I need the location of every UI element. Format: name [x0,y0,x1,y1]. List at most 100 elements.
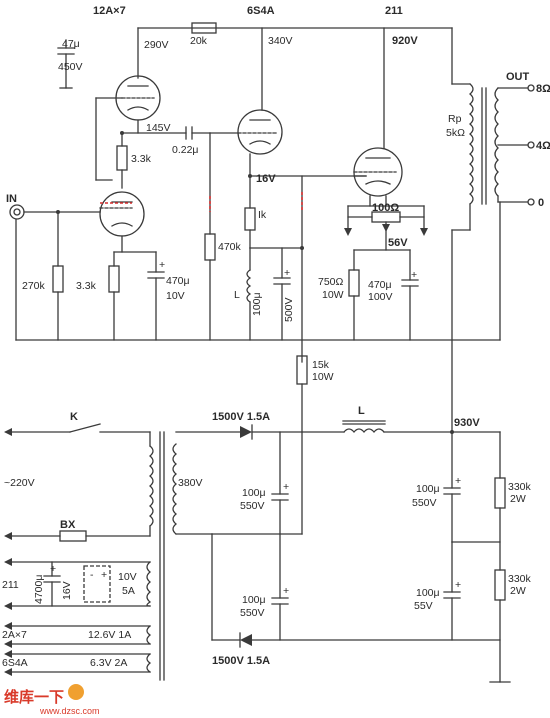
label-c-47: 47μ [62,38,80,50]
label-r-3k3-b: 3.3k [76,280,97,292]
output-terminal-8[interactable] [527,84,535,92]
label-c-100c-v: 550V [240,607,265,619]
label-d-bot: 1500V 1.5A [212,655,270,667]
label-930v: 930V [454,417,480,429]
inductor-small [246,269,252,303]
label-r-15k: 15k [312,359,330,371]
label-r-20k: 20k [190,35,208,47]
plus-c100d: + [455,475,461,487]
label-c-470b: 470μ [368,279,392,291]
plus-c100b: + [283,481,289,493]
plus-c4700: + [50,563,56,575]
label-sec-211-a: 5A [122,585,135,597]
plus-c470a: + [159,259,165,271]
label-tap-8: 8Ω [536,83,550,95]
label-c-100d: 100μ [416,483,440,495]
label-c-100c: 100μ [242,594,266,606]
resistor-20k [191,22,217,34]
label-ik: Ik [258,209,267,221]
label-rp-val: 5kΩ [446,127,465,139]
label-pot-100: 100Ω [372,202,399,214]
plus-c100e: + [455,579,461,591]
label-tap-0: 0 [538,197,544,209]
watermark-text: 维库一下 [4,688,64,706]
label-c-100b: 100μ [242,487,266,499]
power-transformer-primary [148,445,154,527]
label-c-4700-v: 16V [61,581,73,600]
rect-minus: - [90,569,94,581]
output-transformer-secondary [494,87,499,197]
label-sec-211-v: 10V [118,571,137,583]
switch-k[interactable] [69,423,101,433]
label-mains: ~220V [4,477,35,489]
label-145v: 145V [146,122,171,134]
watermark-site: www.dzsc.com [39,706,100,716]
rectifier-bridge [83,565,111,603]
label-c-100e-v: 55V [414,600,433,612]
resistor-3k3-a [116,145,128,171]
label-r-330k-a-w: 2W [510,493,526,505]
label-rp: Rp [448,113,462,125]
label-c-470b-v: 100V [368,291,393,303]
fuse-bx [59,530,87,542]
label-c-4700: 4700μ [33,575,45,604]
label-16v: 16V [256,173,276,185]
label-sec-6s4-v: 6.3V 2A [90,657,127,669]
choke-l [343,428,385,434]
watermark-mascot-icon [68,684,84,700]
label-c-100a: 100μ [251,292,263,316]
output-terminal-4[interactable] [527,141,535,149]
label-c-100a-v: 500V [283,297,295,322]
power-transformer-hv [172,443,178,535]
label-l-small: L [234,289,240,301]
label-sec-hv: 380V [178,477,203,489]
label-input: IN [6,193,17,205]
label-sec-6s4: 6S4A [2,657,28,669]
label-choke: L [358,405,365,417]
diode-top [240,426,252,438]
label-r-750: 750Ω [318,276,344,288]
label-sec-211: 211 [2,579,19,591]
resistor-ik [244,207,256,231]
label-sec-12a-v: 12.6V 1A [88,629,131,641]
tube-label-211: 211 [385,5,403,17]
label-r-470k: 470k [218,241,242,253]
resistor-330k-b [494,569,506,601]
rect-plus: + [101,569,107,581]
label-c-100e: 100μ [416,587,440,599]
label-tap-4: 4Ω [536,140,550,152]
label-r-15k-w: 10W [312,371,334,383]
label-r-330k-b-w: 2W [510,585,526,597]
resistor-330k-a [494,477,506,509]
label-r-750-w: 10W [322,289,344,301]
tube-v1b [99,191,145,237]
label-c-100d-v: 550V [412,497,437,509]
label-output: OUT [506,71,530,83]
label-v1-plate: 290V [144,39,169,51]
resistor-750 [348,269,360,297]
plus-c470b: + [411,269,417,281]
label-c-470a: 470μ [166,275,190,287]
tube-label-6s4a: 6S4A [247,5,275,17]
diode-bottom [240,634,252,646]
resistor-3k3-b [108,265,120,293]
label-sec-12a: 2A×7 [2,629,27,641]
resistor-270k [52,265,64,293]
label-r-270k: 270k [22,280,46,292]
label-fuse: BX [60,519,76,531]
plus-c100c: + [283,585,289,597]
resistor-470k [204,233,216,261]
input-jack[interactable] [9,204,25,220]
label-c-022: 0.22μ [172,144,199,156]
label-c-470a-v: 10V [166,290,185,302]
label-v2-plate: 340V [268,35,293,47]
tube-label-12ax7: 12A×7 [93,5,126,17]
watermark-logo: 维库一下 www.dzsc.com [4,684,100,716]
label-c-47-v: 450V [58,61,83,73]
label-switch: K [70,411,78,423]
tube-v2 [237,109,283,155]
label-r-330k-b: 330k [508,573,532,585]
output-terminal-0[interactable] [527,198,535,206]
output-transformer-primary [468,83,474,205]
